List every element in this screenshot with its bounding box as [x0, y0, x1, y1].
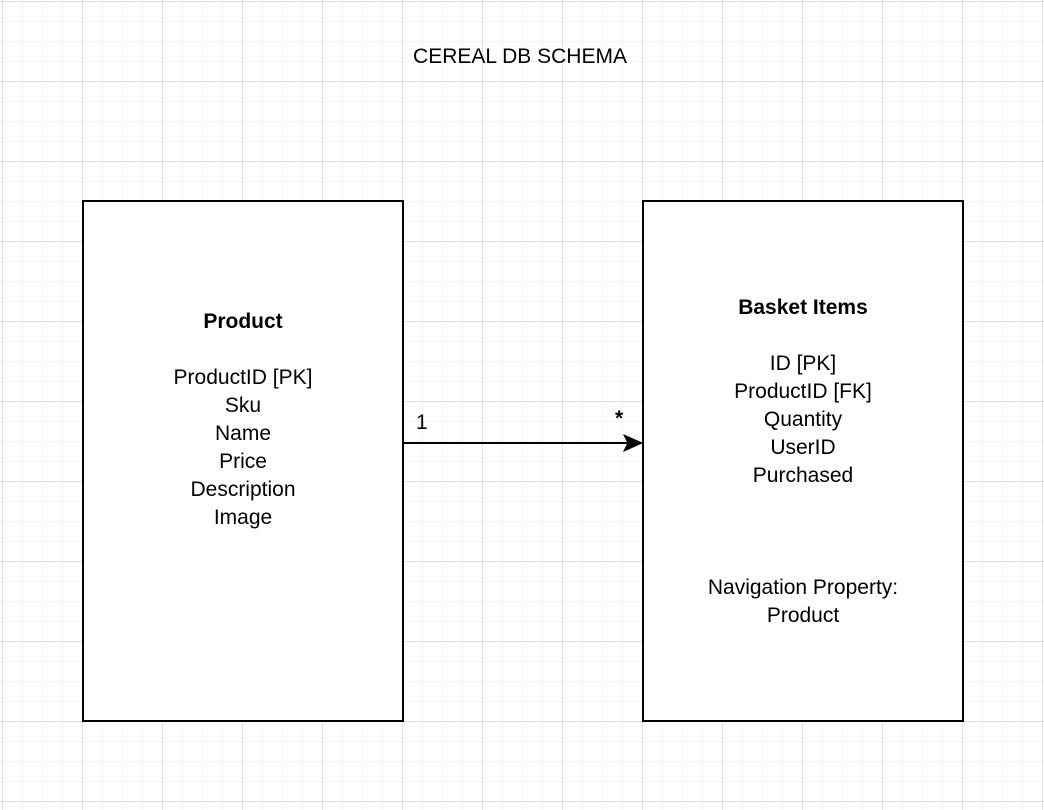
arrowhead-icon: [622, 433, 644, 453]
basket-items-entity-content: Basket Items ID [PK] ProductID [FK] Quan…: [644, 294, 962, 630]
attribute-description: Description: [190, 478, 296, 501]
diagram-title: CEREAL DB SCHEMA: [413, 45, 627, 68]
attribute-sku: Sku: [224, 394, 262, 417]
attribute-id: ID [PK]: [769, 352, 837, 375]
product-entity-content: Product ProductID [PK] Sku Name Price De…: [84, 308, 402, 532]
attribute-image: Image: [213, 506, 273, 529]
attribute-price: Price: [219, 450, 267, 473]
navigation-property-value: Product: [766, 604, 840, 627]
navigation-property-label: Navigation Property:: [707, 576, 899, 599]
attribute-user-id: UserID: [770, 436, 836, 459]
entity-name-basket-items: Basket Items: [738, 296, 868, 319]
product-entity-box[interactable]: Product ProductID [PK] Sku Name Price De…: [82, 200, 404, 722]
entity-name-product: Product: [203, 310, 283, 333]
attribute-product-id: ProductID [PK]: [173, 366, 313, 389]
basket-items-entity-box[interactable]: Basket Items ID [PK] ProductID [FK] Quan…: [642, 200, 964, 722]
attribute-quantity: Quantity: [763, 408, 843, 431]
attribute-name: Name: [214, 422, 272, 445]
navigation-property-block: Navigation Property: Product: [644, 574, 962, 630]
attribute-product-id-fk: ProductID [FK]: [734, 380, 872, 403]
attribute-purchased: Purchased: [752, 464, 854, 487]
multiplicity-one-label: 1: [416, 411, 428, 434]
multiplicity-many-label: *: [615, 407, 624, 430]
